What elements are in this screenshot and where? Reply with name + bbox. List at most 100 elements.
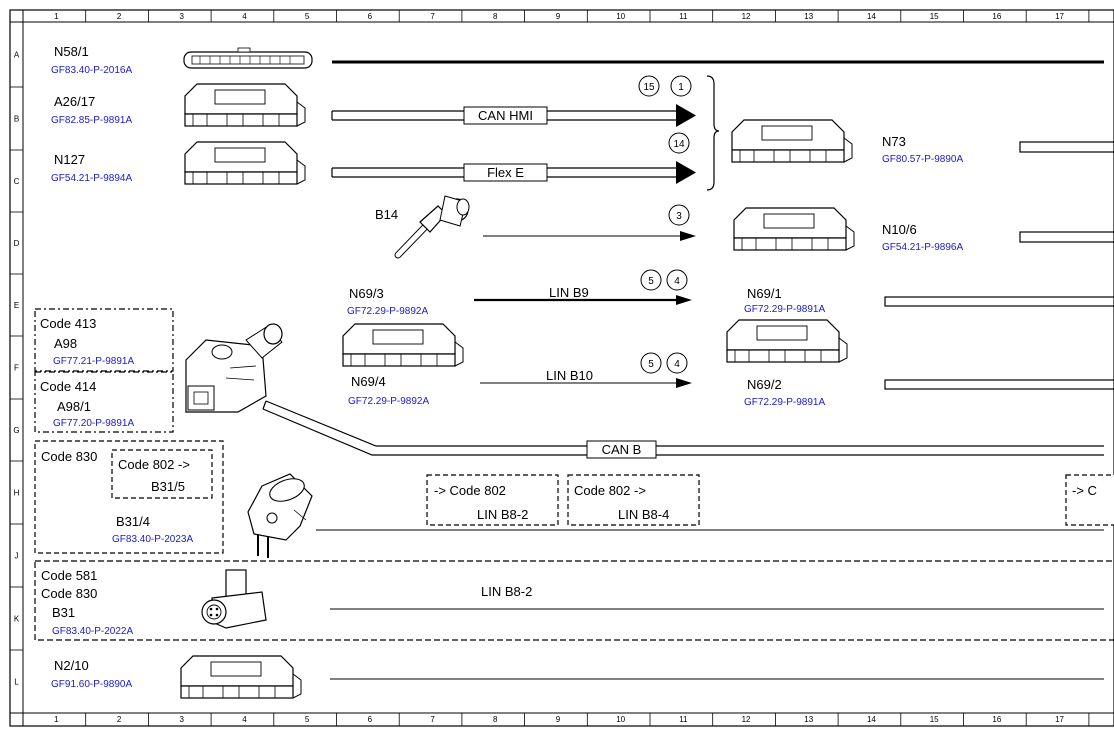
row-label: K <box>14 615 20 624</box>
n2-10-module-icon <box>180 655 302 699</box>
column-label: 15 <box>930 12 939 21</box>
column-label: 2 <box>117 715 122 724</box>
code-830-box <box>34 440 224 554</box>
circle-1 <box>670 75 692 97</box>
n69-2-label: N69/2 <box>747 377 782 392</box>
circle-4b <box>666 352 688 374</box>
column-label: 17 <box>1055 715 1064 724</box>
n69-1-line <box>884 296 1114 307</box>
column-label: 12 <box>742 715 751 724</box>
lin-b8-2-label: LIN B8-2 <box>481 584 532 599</box>
b31-5-code: Code 802 -> <box>118 457 190 472</box>
a98-1-ref[interactable]: GF77.20-P-9891A <box>53 418 134 429</box>
n127-module-icon <box>184 141 306 185</box>
n10-6-label: N10/6 <box>882 222 917 237</box>
n127-ref[interactable]: GF54.21-P-9894A <box>51 173 132 184</box>
lin-b9-arrow <box>676 295 692 305</box>
can-hmi-bus: CAN HMI <box>331 104 696 127</box>
n73-line <box>1019 141 1114 153</box>
n69-1-ref[interactable]: GF72.29-P-9891A <box>744 304 825 315</box>
column-label: 8 <box>493 715 498 724</box>
circle-3 <box>668 204 690 226</box>
n73-ref[interactable]: GF80.57-P-9890A <box>882 154 963 165</box>
a98-1-code: Code 414 <box>40 379 96 394</box>
b31-4-ref[interactable]: GF83.40-P-2023A <box>112 534 193 545</box>
ruler-ticks <box>10 10 1090 726</box>
column-label: 13 <box>804 12 813 21</box>
n2-10-ref[interactable]: GF91.60-P-9890A <box>51 679 132 690</box>
code-802-box-1 <box>426 474 559 526</box>
column-label: 3 <box>180 12 185 21</box>
box1-label: LIN B8-2 <box>477 507 528 522</box>
b14-label: B14 <box>375 207 398 222</box>
circle-15-text: 15 <box>643 82 655 93</box>
b31-sensor-icon <box>201 569 267 629</box>
b14-arrow <box>680 231 696 241</box>
b31-4-sensor-icon <box>247 473 313 558</box>
box3-code: -> C <box>1072 483 1097 498</box>
n58-1-label: N58/1 <box>54 44 89 59</box>
n2-10-label: N2/10 <box>54 658 89 673</box>
b31-4-code: Code 830 <box>41 449 97 464</box>
n69-4-label: N69/4 <box>351 374 386 389</box>
column-label: 14 <box>867 12 876 21</box>
column-label: 1 <box>54 12 59 21</box>
circle-14-text: 14 <box>673 139 685 150</box>
n69-3-ref[interactable]: GF72.29-P-9892A <box>347 306 428 317</box>
column-label: 11 <box>679 12 688 21</box>
column-label: 11 <box>679 715 688 724</box>
n69-1-label: N69/1 <box>747 286 782 301</box>
circle-5a <box>640 269 662 291</box>
row-label: H <box>14 489 20 498</box>
can-hmi-label: CAN HMI <box>478 108 533 123</box>
column-label: 7 <box>430 12 435 21</box>
a98-label: A98 <box>54 336 77 351</box>
row-label: A <box>14 51 20 60</box>
b31-code1: Code 581 <box>41 568 97 583</box>
n69-2-line <box>884 379 1114 390</box>
n10-6-line <box>1019 231 1114 243</box>
b31-5-label: B31/5 <box>151 479 185 494</box>
code-802-box-2 <box>567 474 700 526</box>
flex-e-bus: Flex E <box>331 161 696 184</box>
lin-b9-label: LIN B9 <box>549 285 589 300</box>
a26-17-ref[interactable]: GF82.85-P-9891A <box>51 115 132 126</box>
n69-2-ref[interactable]: GF72.29-P-9891A <box>744 397 825 408</box>
flex-e-label: Flex E <box>487 165 524 180</box>
row-label: L <box>14 678 19 687</box>
column-label: 4 <box>242 715 247 724</box>
column-label: 8 <box>493 12 498 21</box>
n10-6-module-icon <box>733 207 855 251</box>
n69-4-ref[interactable]: GF72.29-P-9892A <box>348 396 429 407</box>
column-label: 10 <box>616 715 625 724</box>
row-label: G <box>13 426 19 435</box>
n73-label: N73 <box>882 134 906 149</box>
circle-4a <box>666 269 688 291</box>
a98-1-label: A98/1 <box>57 399 91 414</box>
box1-code: -> Code 802 <box>434 483 506 498</box>
circle-5b-text: 5 <box>648 359 654 370</box>
column-label: 17 <box>1055 12 1064 21</box>
circle-14 <box>668 132 690 154</box>
a26-17-label: A26/17 <box>54 94 95 109</box>
column-label: 7 <box>430 715 435 724</box>
n127-label: N127 <box>54 152 85 167</box>
a98-ref[interactable]: GF77.21-P-9891A <box>53 356 134 367</box>
row-label: C <box>14 177 20 186</box>
code-413-box <box>34 308 174 372</box>
circle-5a-text: 5 <box>648 276 654 287</box>
circle-5b <box>640 352 662 374</box>
b31-ref[interactable]: GF83.40-P-2022A <box>52 626 133 637</box>
n58-1-ref[interactable]: GF83.40-P-2016A <box>51 65 132 76</box>
lin-b10-arrow <box>676 378 692 388</box>
circle-3-text: 3 <box>676 211 682 222</box>
can-b-bus: CAN B <box>262 400 1104 459</box>
n10-6-ref[interactable]: GF54.21-P-9896A <box>882 242 963 253</box>
box2-label: LIN B8-4 <box>618 507 669 522</box>
b31-code2: Code 830 <box>41 586 97 601</box>
b14-sensor-icon <box>394 195 470 259</box>
can-b-label: CAN B <box>602 442 642 457</box>
column-label: 4 <box>242 12 247 21</box>
column-label: 14 <box>867 715 876 724</box>
